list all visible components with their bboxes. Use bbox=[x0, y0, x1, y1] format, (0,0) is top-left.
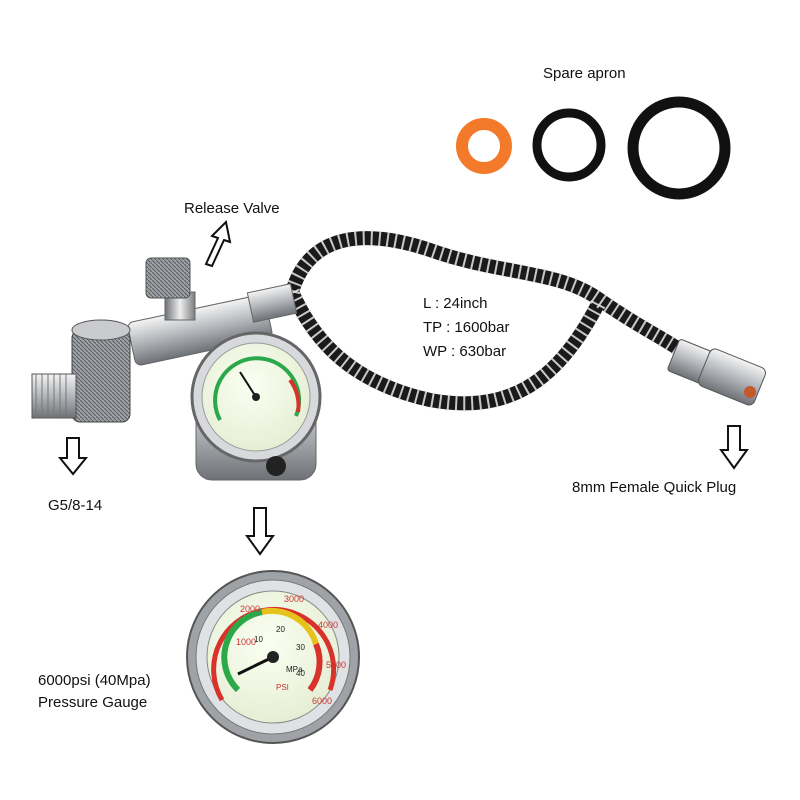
gauge-spec-line2: Pressure Gauge bbox=[38, 694, 148, 711]
thread-arrow-icon bbox=[58, 437, 88, 476]
orange-o-ring bbox=[456, 118, 512, 174]
gauge-unit-psi: PSI bbox=[276, 683, 289, 692]
gauge-mpa-30: 30 bbox=[296, 643, 305, 652]
spare-apron-label: Spare apron bbox=[543, 65, 626, 82]
gauge-scale-4000: 4000 bbox=[318, 620, 338, 630]
gauge-scale-1000: 1000 bbox=[236, 637, 256, 647]
gauge-scale-3000: 3000 bbox=[284, 594, 304, 604]
valve-body bbox=[31, 257, 298, 423]
gauge-scale-6000: 6000 bbox=[312, 696, 332, 706]
gauge-mpa-10: 10 bbox=[254, 635, 263, 644]
test-pressure-spec: TP : 1600bar bbox=[423, 319, 510, 336]
gauge-scale-2000: 2000 bbox=[240, 604, 260, 614]
pressure-gauge-closeup: 1000 2000 3000 4000 5000 6000 10 20 30 4… bbox=[186, 570, 360, 744]
female-quick-plug bbox=[667, 339, 766, 406]
quick-plug-label: 8mm Female Quick Plug bbox=[572, 479, 737, 496]
thread-label: G5/8-14 bbox=[48, 497, 103, 514]
quick-plug-arrow-icon bbox=[719, 425, 749, 470]
gauge-scale-5000: 5000 bbox=[326, 660, 346, 670]
hose bbox=[284, 230, 697, 412]
gauge-arrow-icon bbox=[245, 507, 275, 556]
small-black-o-ring bbox=[532, 108, 606, 182]
gauge-unit-mpa: MPa bbox=[286, 665, 303, 674]
gauge-mpa-40: 40 bbox=[296, 669, 305, 678]
gauge-mpa-20: 20 bbox=[276, 625, 285, 634]
pressure-gauge-small bbox=[190, 331, 322, 481]
spare-o-rings bbox=[456, 96, 731, 200]
working-pressure-spec: WP : 630bar bbox=[423, 343, 507, 360]
large-black-o-ring bbox=[627, 96, 731, 200]
gauge-spec-line1: 6000psi (40Mpa) bbox=[38, 672, 151, 689]
release-valve-arrow-icon bbox=[204, 219, 232, 268]
length-spec: L : 24inch bbox=[423, 295, 488, 312]
gauge-needle bbox=[237, 655, 274, 676]
release-valve-label: Release Valve bbox=[184, 200, 280, 217]
